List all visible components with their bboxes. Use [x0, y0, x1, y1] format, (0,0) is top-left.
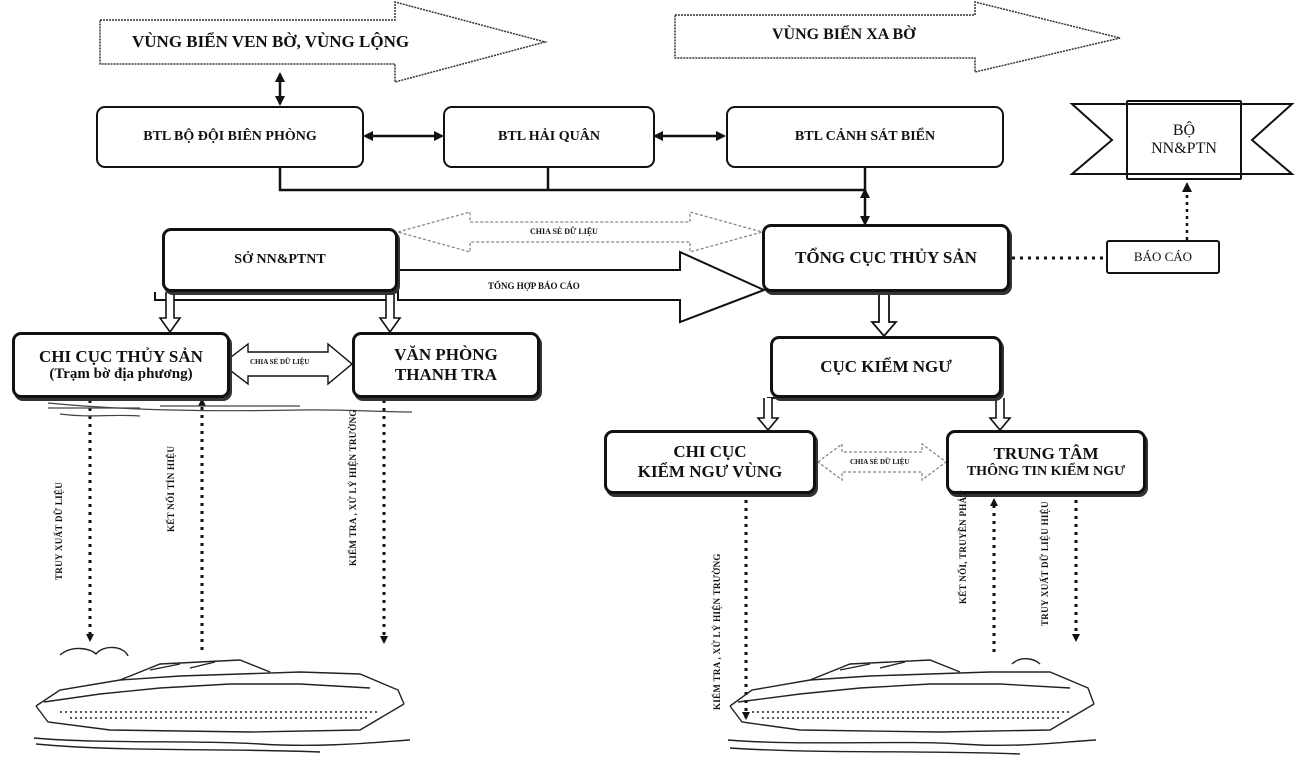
ministry-label-1: BỘ — [1172, 121, 1196, 139]
summary-report-label: TỔNG HỢP BÁO CÁO — [488, 281, 580, 291]
van-phong-label-1: VĂN PHÒNG — [394, 345, 498, 365]
ket-noi-label-left: KẾT NỐI TÍN HIỆU — [166, 445, 176, 532]
chi-cuc-kn-label-2: KIỂM NGƯ VÙNG — [637, 462, 783, 481]
ship-illustration-right — [727, 658, 1097, 755]
ket-noi-label-right: KẾT NỐI, TRUYỀN PHÁT — [958, 490, 968, 604]
cuc-kiem-ngu-label: CỤC KIỂM NGƯ — [820, 357, 952, 377]
chi-cuc-thuy-san-box: CHI CỤC THỦY SẢN (Trạm bờ địa phương) — [12, 332, 230, 398]
hai-quan-label: BTL HẢI QUÂN — [498, 128, 600, 144]
bien-phong-label: BTL BỘ ĐỘI BIÊN PHÒNG — [143, 128, 317, 144]
canh-sat-bien-box: BTL CẢNH SÁT BIỂN — [726, 106, 1004, 168]
ministry-box: BỘ NN&PTN — [1126, 100, 1242, 180]
truy-xuat-label-left: TRUY XUẤT DỮ LIỆU — [54, 481, 64, 580]
chi-cuc-ts-label-1: CHI CỤC THỦY SẢN — [39, 346, 203, 366]
share-data-label-left: CHIA SẺ DỮ LIỆU — [250, 358, 310, 366]
offshore-zone-arrow — [674, 1, 1121, 73]
trung-tam-label-2: THÔNG TIN KIỂM NGƯ — [966, 463, 1126, 479]
kiem-tra-label-left: KIỂM TRA , XỬ LÝ HIỆN TRƯỜNG — [348, 409, 358, 566]
chi-cuc-kn-label-1: CHI CỤC — [673, 442, 747, 462]
offshore-zone-label: VÙNG BIỂN XA BỜ — [772, 26, 916, 43]
so-nnptnt-box: SỞ NN&PTNT — [162, 228, 398, 292]
ministry-label-2: NN&PTN — [1151, 140, 1217, 157]
bao-cao-label: BÁO CÁO — [1133, 248, 1193, 264]
bien-phong-box: BTL BỘ ĐỘI BIÊN PHÒNG — [96, 106, 364, 168]
tong-cuc-label: TỔNG CỤC THỦY SẢN — [795, 248, 977, 268]
van-phong-label-2: THANH TRA — [394, 365, 498, 384]
share-data-arrow-top — [395, 211, 765, 253]
arrow-tongcuc-cuckn — [870, 292, 898, 338]
summary-report-arrow — [397, 250, 767, 324]
chi-cuc-ts-label-2: (Trạm bờ địa phương) — [49, 366, 193, 383]
so-nnptnt-label: SỞ NN&PTNT — [234, 251, 326, 267]
trung-tam-label-1: TRUNG TÂM — [993, 444, 1099, 464]
share-data-label-right: CHIA SẺ DỮ LIỆU — [850, 458, 910, 466]
bao-cao-box: BÁO CÁO — [1106, 240, 1220, 274]
ship-illustration-left — [33, 646, 411, 753]
tong-cuc-box: TỔNG CỤC THỦY SẢN — [762, 224, 1010, 292]
arrow-cuckn-chicuckn — [756, 398, 780, 432]
kiem-tra-label-right: KIỂM TRA , XỬ LÝ HIỆN TRƯỜNG — [712, 553, 722, 710]
share-data-label-top: CHIA SẺ DỮ LIỆU — [530, 227, 598, 236]
nearshore-zone-label: VÙNG BIỂN VEN BỜ, VÙNG LỘNG — [132, 32, 410, 51]
arrow-cuckn-trungtam — [988, 398, 1012, 432]
shore-sketch — [47, 402, 413, 417]
truy-xuat-label-right: TRUY XUẤT DỮ LIỆU HIỆU — [1040, 501, 1050, 626]
van-phong-thanh-tra-box: VĂN PHÒNG THANH TRA — [352, 332, 540, 398]
chi-cuc-kiem-ngu-box: CHI CỤC KIỂM NGƯ VÙNG — [604, 430, 816, 494]
nearshore-zone-arrow — [99, 1, 548, 83]
cuc-kiem-ngu-box: CỤC KIỂM NGƯ — [770, 336, 1002, 398]
trung-tam-box: TRUNG TÂM THÔNG TIN KIỂM NGƯ — [946, 430, 1146, 494]
canh-sat-bien-label: BTL CẢNH SÁT BIỂN — [794, 128, 936, 144]
hai-quan-box: BTL HẢI QUÂN — [443, 106, 655, 168]
arrow-so-chicucts — [158, 292, 182, 334]
top-row-bus — [278, 168, 865, 192]
